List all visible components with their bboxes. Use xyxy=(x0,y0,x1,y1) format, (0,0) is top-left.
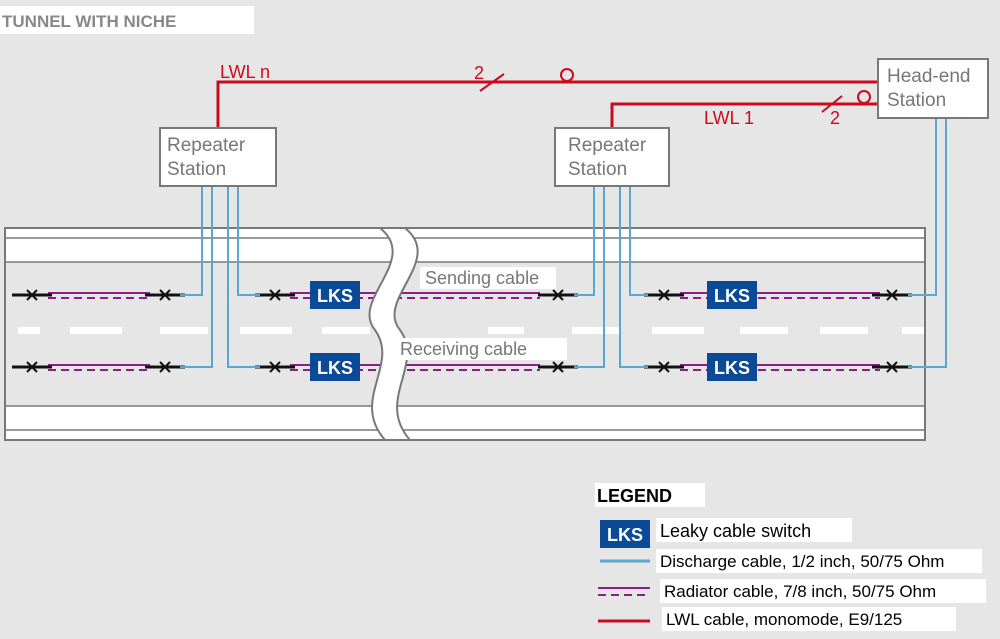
lwl-fiber-lines xyxy=(216,80,878,128)
repeater-station-right: Repeater Station xyxy=(554,127,670,187)
lwl-n-label: LWL n xyxy=(220,62,270,82)
repeater-station-left: Repeater Station xyxy=(159,127,277,187)
fiber-count-tick-icon xyxy=(821,95,843,113)
head-end-station: Head-end Station xyxy=(877,58,989,119)
svg-text:Repeater: Repeater xyxy=(568,135,647,156)
receiving-cable-label: Receiving cable xyxy=(400,339,527,359)
legend-heading: LEGEND xyxy=(597,486,672,506)
lwl-1-label: LWL 1 xyxy=(704,108,754,128)
sending-cable-label: Sending cable xyxy=(425,268,539,288)
legend: LEGEND LKS Leaky cable switch Discharge … xyxy=(595,483,986,631)
lks-switch-label: LKS xyxy=(714,286,750,306)
legend-lwl-text: LWL cable, monomode, E9/125 xyxy=(666,610,902,629)
legend-lks-badge xyxy=(600,520,650,548)
legend-discharge-text: Discharge cable, 1/2 inch, 50/75 Ohm xyxy=(660,552,944,571)
lks-switch-label: LKS xyxy=(317,286,353,306)
svg-text:Station: Station xyxy=(167,159,226,180)
fiber-count-tick-icon xyxy=(479,73,505,92)
lks-switch-label: LKS xyxy=(714,358,750,378)
svg-text:Head-end: Head-end xyxy=(887,66,970,87)
svg-text:Station: Station xyxy=(568,159,627,180)
tunnel-break xyxy=(368,227,419,441)
svg-text:Station: Station xyxy=(887,90,946,111)
title-box xyxy=(0,6,254,34)
svg-text:Repeater: Repeater xyxy=(167,135,246,156)
splice-icon xyxy=(560,68,574,82)
discharge-cables xyxy=(180,118,947,368)
lks-switch-label: LKS xyxy=(317,358,353,378)
splice-icon xyxy=(857,90,871,104)
lks-switches: LKS LKS LKS LKS xyxy=(310,281,757,381)
legend-switch-text: Leaky cable switch xyxy=(660,521,811,541)
fiber-count-n: 2 xyxy=(474,63,484,83)
lane-markings xyxy=(18,327,924,334)
diagram-title: TUNNEL WITH NICHE xyxy=(2,12,176,31)
fiber-count-1: 2 xyxy=(830,108,840,128)
legend-radiator-text: Radiator cable, 7/8 inch, 50/75 Ohm xyxy=(664,582,936,601)
svg-text:LKS: LKS xyxy=(607,525,643,545)
